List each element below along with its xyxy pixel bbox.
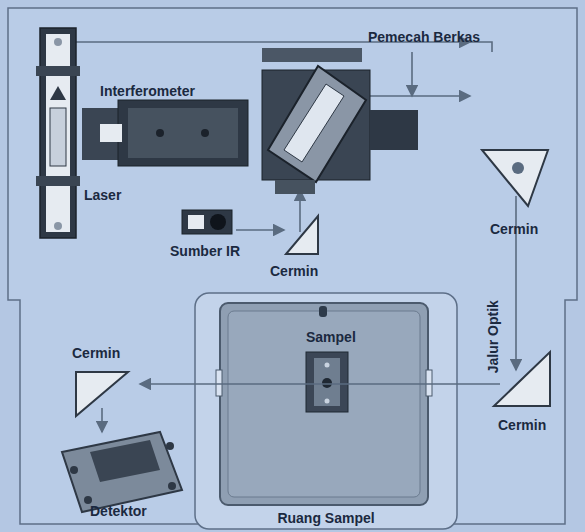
part-label: Cermin <box>270 264 318 279</box>
part-label: Cermin <box>498 418 546 433</box>
part-label: Jalur Optik <box>486 300 501 373</box>
part-label: Cermin <box>490 222 538 237</box>
sample-compartment: Ruang Sampel <box>195 293 457 529</box>
part-label: Sumber IR <box>170 244 240 259</box>
part-label: Sampel <box>306 330 356 345</box>
part-label: Laser <box>84 188 121 203</box>
part-label: Interferometer <box>100 84 195 99</box>
compartment-label: Ruang Sampel <box>277 510 374 526</box>
part-label: Detektor <box>90 504 147 519</box>
part-label: Cermin <box>72 346 120 361</box>
part-label: Pemecah Berkas <box>368 30 480 45</box>
